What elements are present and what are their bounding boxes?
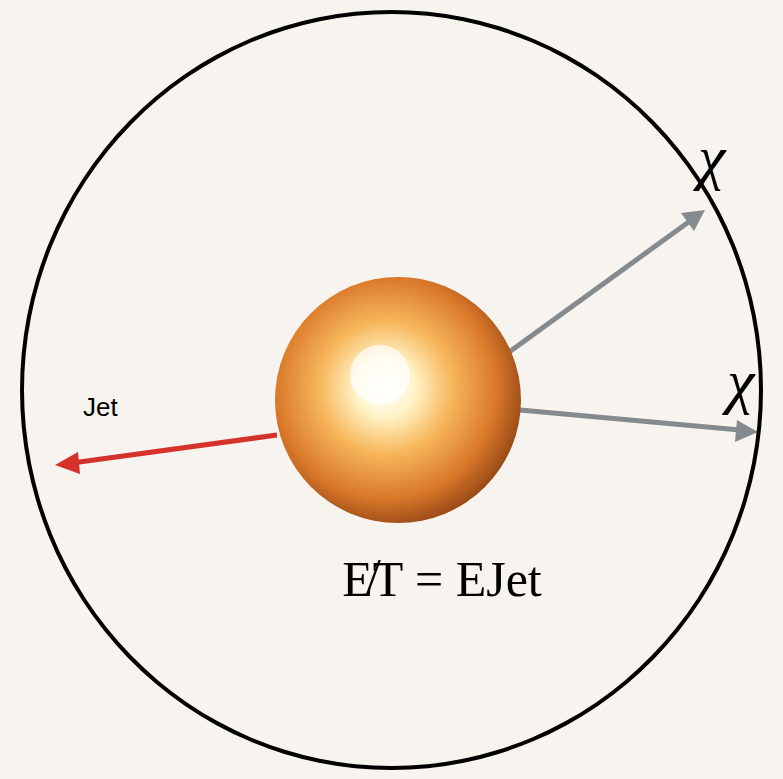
detector-circle: E̸T = EJet [20,10,763,770]
particle-label: χ [698,126,725,188]
particle-label: χ [727,350,754,412]
jet-label: Jet [83,394,118,420]
chi-arrow [520,410,758,442]
blast-core [350,345,410,405]
chi-arrow [505,210,705,355]
jet-arrow [55,435,277,474]
collision-blast [275,277,521,523]
missing-energy-formula: E̸T = EJet [342,554,541,604]
